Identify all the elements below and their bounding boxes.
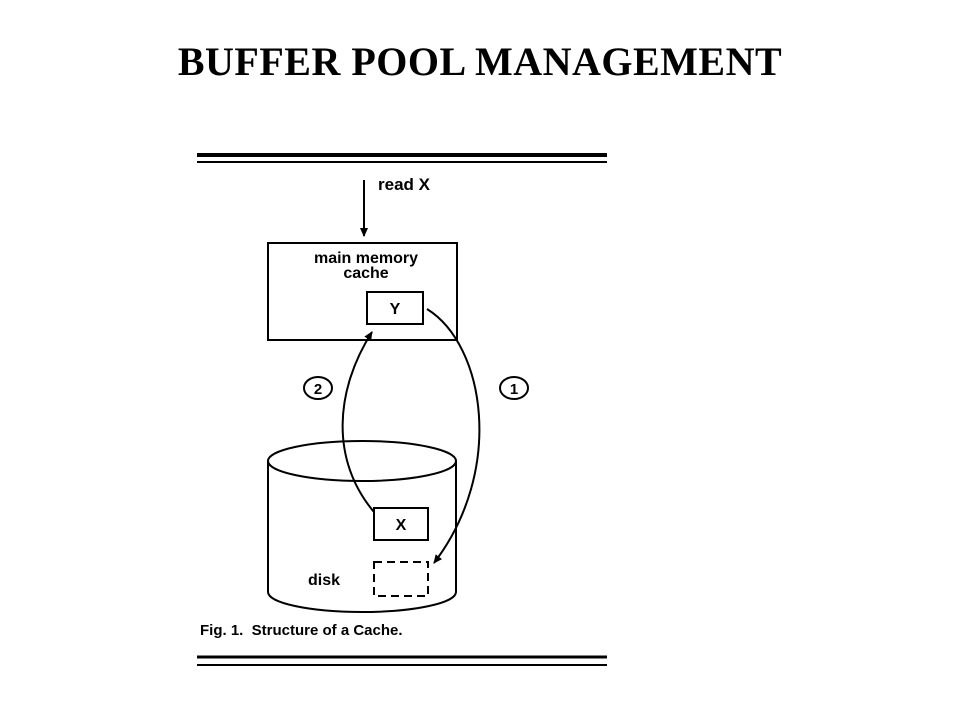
request-label: read X <box>378 175 431 194</box>
bottom-rule <box>197 655 607 666</box>
step-2-badge: 2 <box>303 376 333 400</box>
cache-block-label: Y <box>390 301 401 318</box>
step-1-badge: 1 <box>499 376 529 400</box>
step-2-arrow <box>341 331 375 513</box>
disk-empty-slot <box>373 561 429 597</box>
slide-title: BUFFER POOL MANAGEMENT <box>177 39 783 84</box>
disk-label: disk <box>308 572 340 589</box>
top-rule <box>197 153 607 163</box>
cache-label-line2: cache <box>343 265 388 282</box>
figure-caption: Fig. 1. Structure of a Cache. <box>200 622 403 639</box>
step-1-arrow <box>426 308 481 564</box>
disk-block-x <box>373 507 429 541</box>
cache-block-y <box>366 291 424 325</box>
step-2-label: 2 <box>314 381 322 398</box>
step-1-label: 1 <box>510 381 518 398</box>
disk-block-label: X <box>396 517 407 534</box>
cache-label-line1: main memory <box>314 250 418 267</box>
cache-box <box>267 242 458 341</box>
